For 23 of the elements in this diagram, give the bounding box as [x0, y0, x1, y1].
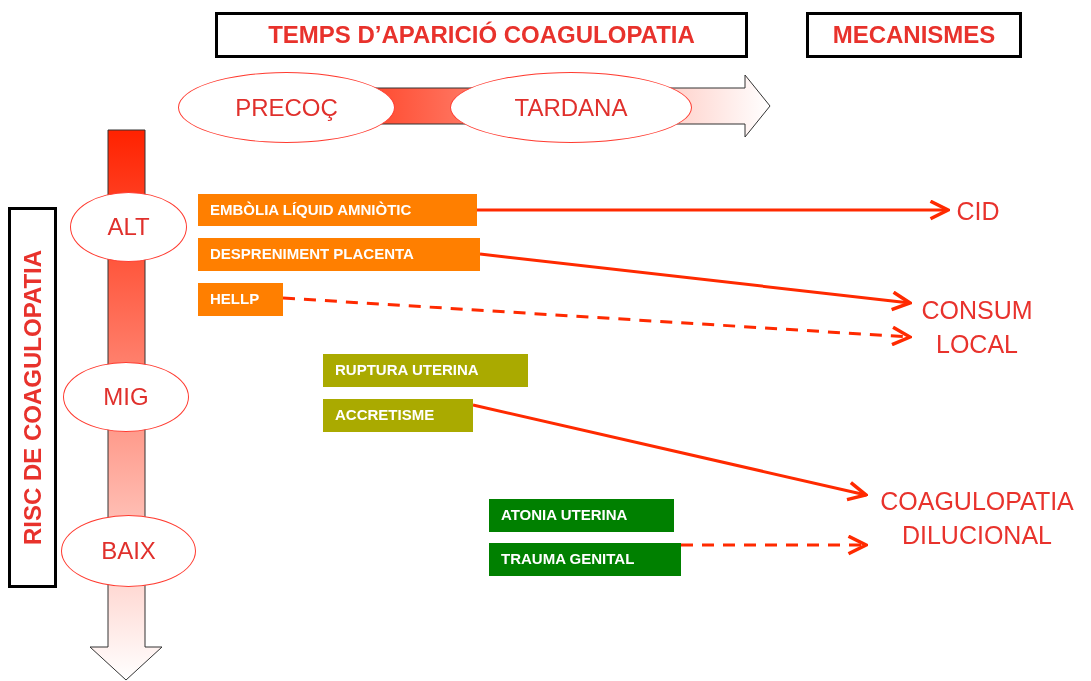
category-ellipse: PRECOÇ [178, 72, 395, 143]
mechanism-text: COAGULOPATIA DILUCIONAL [866, 484, 1088, 552]
mechanism-text: CONSUM LOCAL [910, 293, 1044, 361]
heading-box: RISC DE COAGULOPATIA [8, 207, 57, 588]
cause-label: RUPTURA UTERINA [323, 354, 528, 387]
arrow [282, 296, 912, 347]
cause-label: ATONIA UTERINA [489, 499, 674, 532]
arrow [477, 199, 950, 221]
cause-label: DESPRENIMENT PLACENTA [198, 238, 480, 271]
cause-label: EMBÒLIA LÍQUID AMNIÒTIC [198, 194, 477, 226]
mechanism-text: CID [948, 194, 1008, 228]
arrow [472, 403, 868, 502]
heading-box: MECANISMES [806, 12, 1022, 58]
category-ellipse: TARDANA [450, 72, 692, 143]
arrow [479, 252, 912, 312]
cause-label: ACCRETISME [323, 399, 473, 432]
heading-box: TEMPS D’APARICIÓ COAGULOPATIA [215, 12, 748, 58]
cause-label: HELLP [198, 283, 283, 316]
category-ellipse: ALT [70, 192, 187, 262]
category-ellipse: BAIX [61, 515, 196, 587]
cause-label: TRAUMA GENITAL [489, 543, 681, 576]
arrow [681, 534, 868, 556]
category-ellipse: MIG [63, 362, 189, 432]
